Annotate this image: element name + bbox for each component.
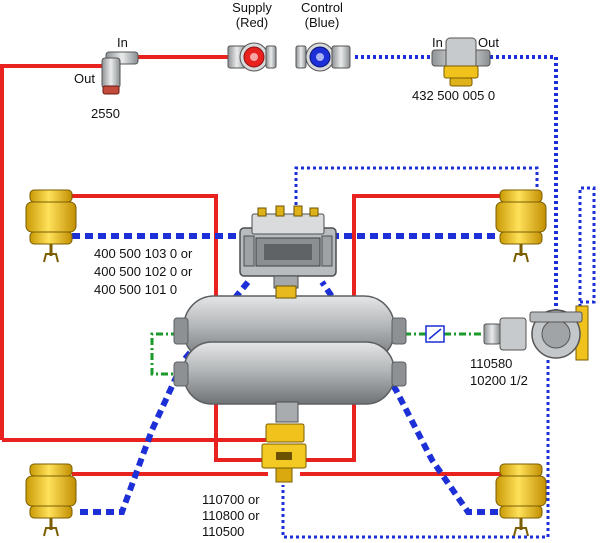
part-2550-label: 2550 [91,106,120,121]
ebs-part-line-2: 400 500 102 0 or [94,264,193,279]
labels: Supply (Red) Control (Blue) In Out 2550 … [74,0,528,539]
part-432-label: 432 500 005 0 [412,88,495,103]
converter-icon [425,325,445,343]
ebs-modulator-valve [239,205,337,299]
supply-label: Supply [232,0,272,15]
ebs-part-line-3: 400 500 101 0 [94,282,177,297]
signal-line [150,332,484,376]
brake-chamber-top-left [25,189,77,263]
control-sub-label: (Blue) [305,15,340,30]
drain-valve [261,401,307,483]
sensor-part-line-1: 110580 [470,356,512,371]
supply-coupling-head [227,42,277,72]
out-label-right: Out [478,35,499,50]
brake-chamber-bottom-right [495,463,547,537]
air-tank-lower [173,341,407,405]
line-filter-2550 [101,51,139,95]
drain-part-line-1: 110700 or [202,492,260,507]
sensor-110580 [483,317,527,351]
ebs-part-line-1: 400 500 103 0 or [94,246,193,261]
supply-sub-label: (Red) [236,15,269,30]
drain-part-line-2: 110800 or [202,508,260,523]
control-coupling-head [295,42,351,72]
brake-chamber-top-right [495,189,547,263]
brake-chamber-bottom-left [25,463,77,537]
abs-relay-valve-right [529,305,589,361]
control-valve-432 [431,37,491,87]
sensor-part-line-2: 10200 1/2 [470,373,528,388]
in-label-left: In [117,35,128,50]
drain-part-line-3: 110500 [202,524,244,539]
in-label-right: In [432,35,443,50]
out-label-left: Out [74,71,95,86]
control-label: Control [301,0,343,15]
